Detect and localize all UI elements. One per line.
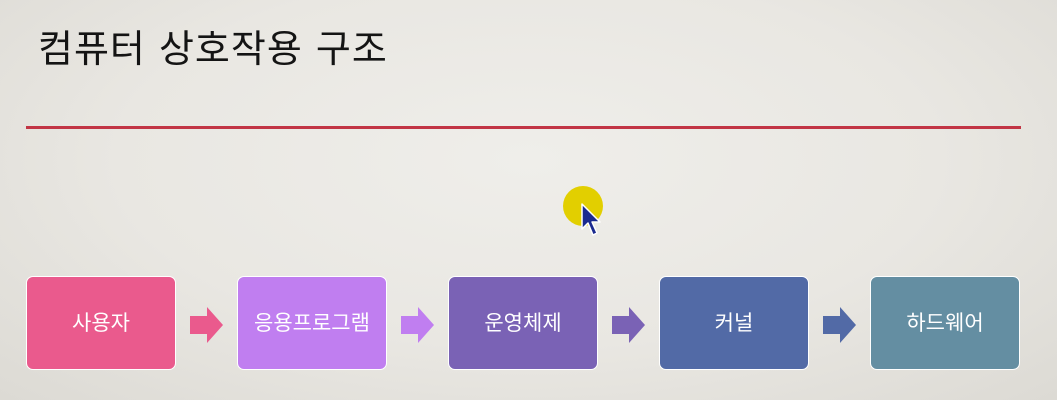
right-arrow-icon [190,307,223,343]
flow-box-label: 커널 [714,311,754,335]
flow-box-label: 응용프로그램 [254,311,370,335]
flow-box-operating-system: 운영체제 [448,276,598,370]
right-arrow-icon [401,307,434,343]
flow-box-hardware: 하드웨어 [870,276,1020,370]
flow-box-label: 운영체제 [484,311,562,335]
flow-box-label: 하드웨어 [906,311,984,335]
flow-box-user: 사용자 [26,276,176,370]
flow-box-application: 응용프로그램 [237,276,387,370]
slide-title: 컴퓨터 상호작용 구조 [38,27,388,71]
flow-box-label: 사용자 [72,311,130,335]
right-arrow-icon [612,307,645,343]
flow-box-kernel: 커널 [659,276,809,370]
right-arrow-icon [823,307,856,343]
mouse-pointer-icon [581,203,601,236]
title-divider [26,126,1021,129]
